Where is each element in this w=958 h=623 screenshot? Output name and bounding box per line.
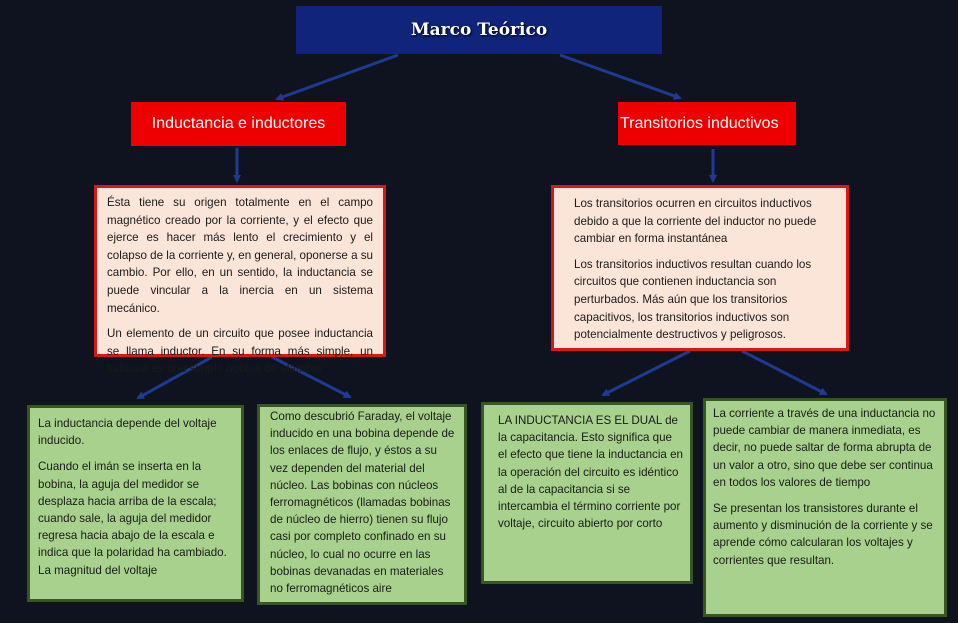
right-heading-box: Transitorios inductivos bbox=[618, 102, 796, 145]
right-heading-text: Transitorios inductivos bbox=[620, 114, 779, 132]
right-description-paragraph: Los transitorios ocurren en circuitos in… bbox=[574, 197, 817, 246]
left-description-paragraph: Ésta tiene su origen totalmente en el ca… bbox=[107, 196, 373, 315]
arrow-title-to-right bbox=[559, 53, 682, 100]
leaf-paragraph: Cuando el imán se inserta en la bobina, … bbox=[38, 460, 227, 577]
leaf-paragraph: La inductancia depende del voltaje induc… bbox=[38, 417, 217, 448]
left-heading-box: Inductancia e inductores bbox=[131, 102, 346, 146]
arrow-left-desc-to-leaf-1 bbox=[136, 355, 213, 400]
leaf-box-voltage-induced: La inductancia depende del voltaje induc… bbox=[27, 405, 244, 602]
leaf-box-current-continuity: La corriente a través de una inductancia… bbox=[703, 398, 947, 617]
leaf-paragraph: Como descubrió Faraday, el voltaje induc… bbox=[270, 410, 455, 596]
left-heading-text: Inductancia e inductores bbox=[151, 115, 326, 132]
leaf-paragraph: La corriente a través de una inductancia… bbox=[713, 407, 936, 489]
arrow-left-desc-to-leaf-2 bbox=[271, 355, 352, 399]
arrow-title-to-left bbox=[275, 53, 399, 101]
leaf-paragraph: LA INDUCTANCIA ES EL DUAL de la capacita… bbox=[498, 414, 683, 531]
title-text: Marco Teórico bbox=[410, 20, 548, 40]
leaf-box-dual-capacitance: LA INDUCTANCIA ES EL DUAL de la capacita… bbox=[481, 402, 693, 584]
leaf-box-faraday: Como descubrió Faraday, el voltaje induc… bbox=[257, 404, 467, 605]
leaf-paragraph: Se presentan los transistores durante el… bbox=[713, 502, 933, 567]
arrow-right-desc-to-leaf-4 bbox=[741, 349, 828, 396]
right-description-box: Los transitorios ocurren en circuitos in… bbox=[551, 185, 849, 351]
arrow-right-desc-to-leaf-3 bbox=[601, 349, 691, 397]
left-description-box: Ésta tiene su origen totalmente en el ca… bbox=[94, 185, 386, 375]
title-box: Marco Teórico bbox=[296, 6, 662, 54]
left-description-paragraph: Un elemento de un circuito que posee ind… bbox=[107, 327, 373, 376]
right-description-paragraph: Los transitorios inductivos resultan cua… bbox=[574, 257, 812, 342]
